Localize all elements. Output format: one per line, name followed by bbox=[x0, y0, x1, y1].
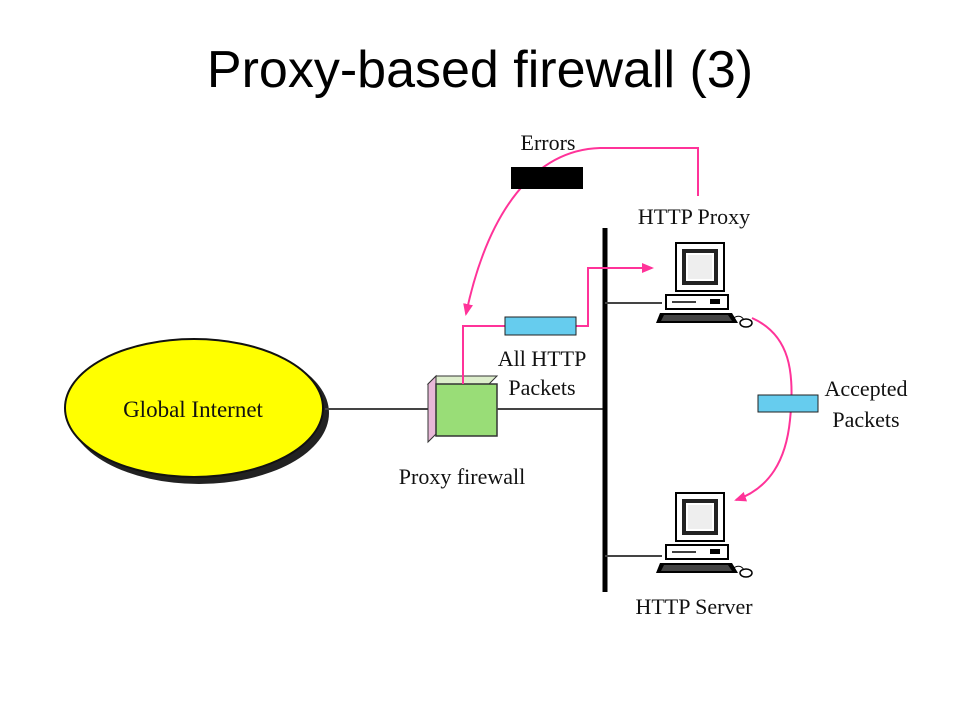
accepted-arrow bbox=[734, 317, 793, 502]
all-http-label-line2: Packets bbox=[508, 375, 575, 400]
slide-title: Proxy-based firewall (3) bbox=[206, 41, 754, 99]
internet-label: Global Internet bbox=[123, 397, 263, 422]
all-http-arrow bbox=[462, 263, 654, 384]
all-http-packet bbox=[504, 316, 577, 336]
http-proxy-computer-icon bbox=[655, 242, 753, 328]
http-server-label: HTTP Server bbox=[635, 594, 753, 619]
accepted-label-line2: Packets bbox=[832, 407, 899, 432]
global-internet-cloud bbox=[64, 338, 324, 478]
http-server-computer-icon bbox=[655, 492, 753, 578]
all-http-label-line1: All HTTP bbox=[498, 346, 587, 371]
errors-block bbox=[511, 167, 583, 189]
accepted-packet bbox=[757, 394, 819, 413]
errors-label: Errors bbox=[521, 130, 576, 155]
accepted-label-line1: Accepted bbox=[824, 376, 907, 401]
http-proxy-label: HTTP Proxy bbox=[638, 204, 750, 229]
proxy-firewall-icon bbox=[426, 374, 499, 444]
firewall-label: Proxy firewall bbox=[399, 464, 525, 489]
